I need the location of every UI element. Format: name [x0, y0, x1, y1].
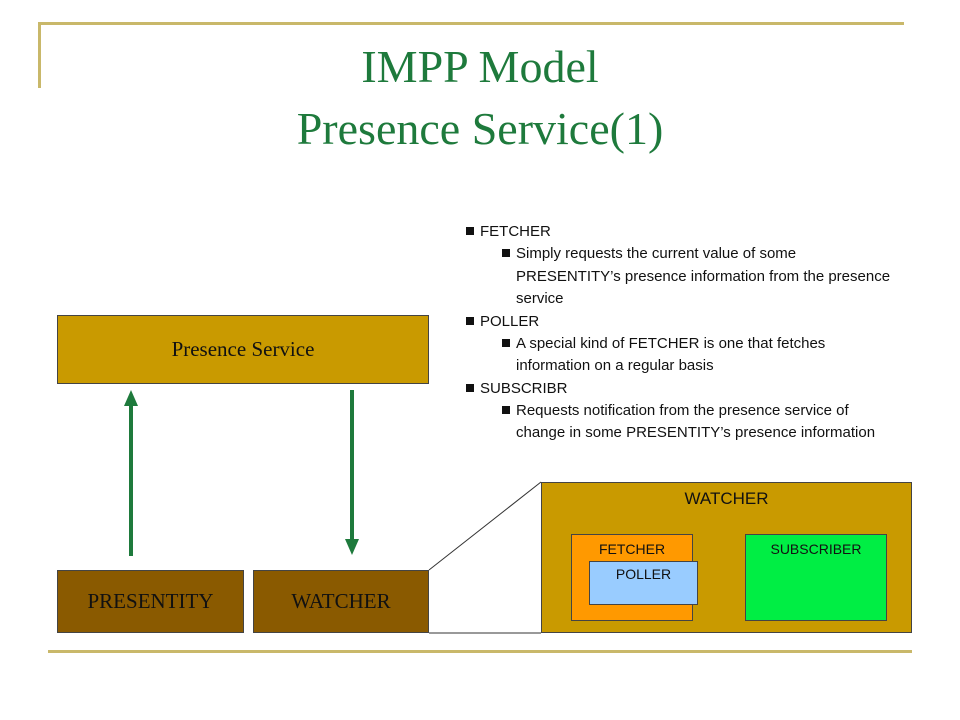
subscriber-label: SUBSCRIBER	[770, 541, 862, 557]
definitions-list: FETCHER Simply requests the current valu…	[466, 221, 896, 445]
top-left-vertical-rule	[38, 24, 41, 88]
bullet-square-icon	[466, 316, 474, 325]
poller-label: POLLER	[615, 566, 672, 582]
bullet-fetcher-desc: Simply requests the current value of som…	[502, 243, 896, 311]
fetcher-box: FETCHER POLLER	[571, 534, 698, 621]
down-arrow-head	[345, 539, 359, 555]
bullet-square-icon	[466, 383, 474, 392]
presence-service-label: Presence Service	[171, 337, 315, 361]
callout-line-top	[428, 481, 542, 571]
bottom-horizontal-rule	[48, 650, 912, 653]
bullet-square-icon	[502, 249, 510, 257]
watcher-label: WATCHER	[291, 589, 391, 613]
slide-title-line1: IMPP Model	[361, 41, 599, 92]
presentity-label: PRESENTITY	[87, 589, 214, 613]
poller-box: POLLER	[589, 561, 698, 605]
bullet-poller-desc: A special kind of FETCHER is one that fe…	[502, 333, 896, 378]
watcher-box: WATCHER	[253, 570, 429, 633]
bullet-subscribr-desc: Requests notification from the presence …	[502, 400, 896, 445]
watcher-detail-panel: WATCHER FETCHER POLLER SUBSCRIBER	[541, 482, 912, 633]
bullet-subscribr: SUBSCRIBR	[466, 378, 896, 400]
fetcher-label: FETCHER	[598, 541, 666, 557]
subscriber-box: SUBSCRIBER	[745, 534, 887, 621]
presentity-box: PRESENTITY	[57, 570, 244, 633]
bullet-square-icon	[502, 338, 510, 347]
bullet-square-icon	[466, 227, 474, 235]
watcher-detail-title: WATCHER	[684, 489, 769, 508]
bullet-square-icon	[502, 405, 510, 414]
up-arrow-head	[124, 390, 138, 406]
slide-title-line2: Presence Service(1)	[296, 103, 664, 154]
presence-service-box: Presence Service	[57, 315, 429, 384]
bullet-poller: POLLER	[466, 311, 896, 333]
bullet-fetcher: FETCHER	[466, 221, 896, 243]
top-horizontal-rule	[38, 22, 904, 25]
